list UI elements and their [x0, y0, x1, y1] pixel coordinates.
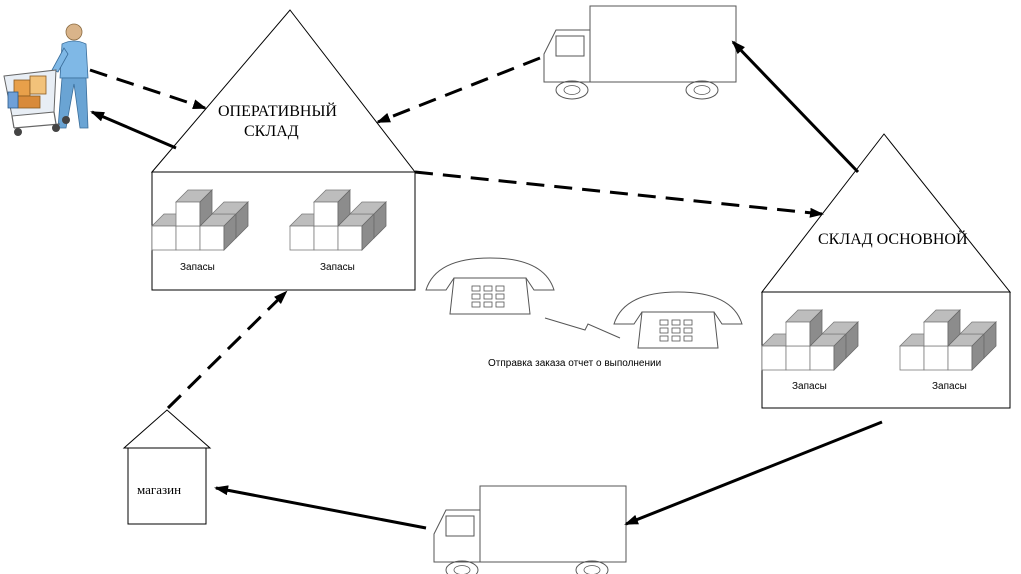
operational-warehouse: ОПЕРАТИВНЫЙ СКЛАД Запасы Запасы — [150, 9, 417, 291]
shop: магазин — [122, 409, 212, 525]
arrow-customer-to-operational — [89, 68, 207, 110]
arrow-main-to-truck-bottom — [624, 420, 883, 526]
stock-label: Запасы — [792, 381, 827, 392]
shop-body — [127, 447, 207, 525]
main-warehouse-roof — [760, 133, 1012, 293]
arrow-main-to-truck — [731, 40, 860, 174]
arrow-operational-to-customer — [90, 110, 177, 150]
stock-label: Запасы — [932, 381, 967, 392]
truck-icon-top — [543, 5, 737, 100]
arrow-operational-to-main — [414, 170, 824, 218]
stock-label: Запасы — [320, 262, 355, 273]
operational-warehouse-roof — [150, 9, 417, 173]
telephone-icon-left — [425, 257, 555, 315]
main-warehouse-label: СКЛАД ОСНОВНОЙ — [818, 229, 968, 248]
arrow-shop-to-operational — [166, 290, 288, 410]
main-warehouse: СКЛАД ОСНОВНОЙ Запасы Запасы — [760, 133, 1012, 409]
customer-with-cart-icon — [3, 23, 89, 136]
telephone-icon-right — [613, 291, 743, 349]
operational-warehouse-label-line1: ОПЕРАТИВНЫЙ — [218, 101, 337, 120]
phone-caption: Отправка заказа отчет о выполнении — [488, 358, 661, 369]
arrow-truck-to-shop — [214, 485, 427, 530]
shop-label: магазин — [137, 482, 181, 497]
operational-warehouse-label-line2: СКЛАД — [244, 123, 299, 140]
truck-icon-bottom — [433, 485, 627, 574]
stock-label: Запасы — [180, 262, 215, 273]
shop-roof — [122, 409, 212, 449]
arrow-truck-to-operational — [376, 56, 541, 124]
phone-connection-line — [544, 317, 621, 339]
